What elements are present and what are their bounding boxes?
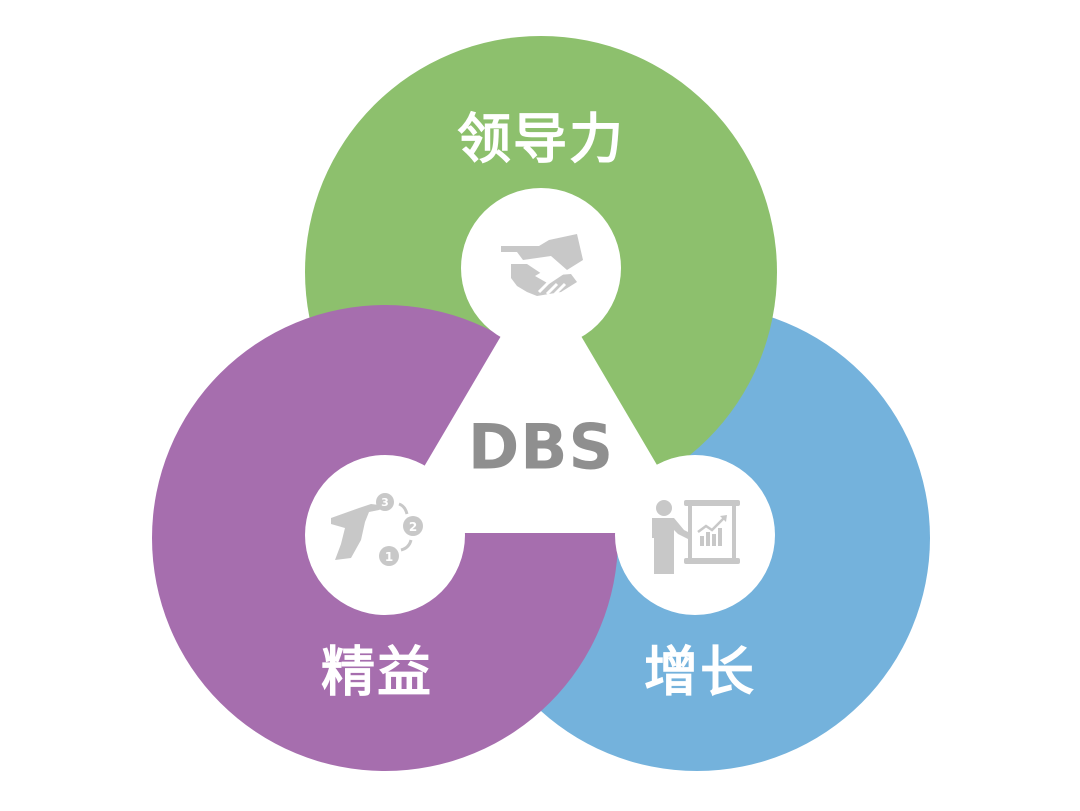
core-shape [305,188,775,615]
presenter-chart-icon [652,500,740,574]
leadership-label: 领导力 [457,107,625,171]
growth-label: 增长 [644,640,756,704]
dbs-center-label: DBS [467,410,615,484]
lean-label: 精益 [321,640,433,704]
svg-text:3: 3 [381,496,389,509]
svg-text:2: 2 [409,520,417,534]
handshake-icon [501,234,583,296]
svg-text:1: 1 [385,550,393,564]
hand-steps-icon: 3 2 1 [331,493,423,566]
